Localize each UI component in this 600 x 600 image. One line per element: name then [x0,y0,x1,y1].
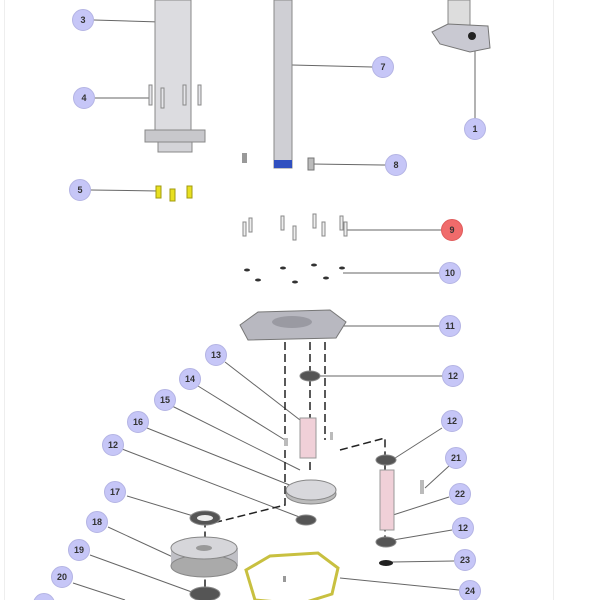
callout-12[interactable]: 12 [441,410,463,432]
callout-1[interactable]: 1 [464,118,486,140]
callout-18[interactable]: 18 [86,511,108,533]
part-7-shaft [242,0,293,169]
callout-13[interactable]: 13 [205,344,227,366]
callout-4[interactable]: 4 [73,87,95,109]
panel-border-right [553,0,554,600]
part-13-pinion [284,417,333,459]
part-11-cover-plate [239,309,347,341]
panel-border-left [4,0,5,600]
callout-10[interactable]: 10 [439,262,461,284]
part-3-housing-tube [144,0,206,153]
part-10-washers [244,263,345,284]
part-24-gasket [244,551,340,600]
part-22-shaft [379,469,424,531]
callout-9-selected[interactable]: 9 [441,219,463,241]
callout-11[interactable]: 11 [439,315,461,337]
callout-12[interactable]: 12 [102,434,124,456]
part-17-bearing [189,510,221,526]
callout-17[interactable]: 17 [104,481,126,503]
callout-15[interactable]: 15 [154,389,176,411]
part-1-motor-head [431,0,491,53]
callout-12[interactable]: 12 [442,365,464,387]
callout-5[interactable]: 5 [69,179,91,201]
part-9-screws [242,213,348,241]
callout-7[interactable]: 7 [372,56,394,78]
callout-3[interactable]: 3 [72,9,94,31]
callout-16[interactable]: 16 [127,411,149,433]
leader-lines [72,19,476,600]
callout-22[interactable]: 22 [449,483,471,505]
part-4-bolts [148,84,202,109]
part-5-pins [155,185,193,202]
callout-8[interactable]: 8 [385,154,407,176]
callout-21[interactable]: 21 [445,447,467,469]
callout-23[interactable]: 23 [454,549,476,571]
part-19-bearing [189,586,221,600]
callout-20[interactable]: 20 [51,566,73,588]
callout-24[interactable]: 24 [459,580,481,600]
part-8-key [307,157,315,171]
callout-14[interactable]: 14 [179,368,201,390]
callout-12[interactable]: 12 [452,517,474,539]
part-18-large-gear [170,536,238,578]
part-16-gear [285,479,337,505]
callout-19[interactable]: 19 [68,539,90,561]
bearings [295,370,397,566]
